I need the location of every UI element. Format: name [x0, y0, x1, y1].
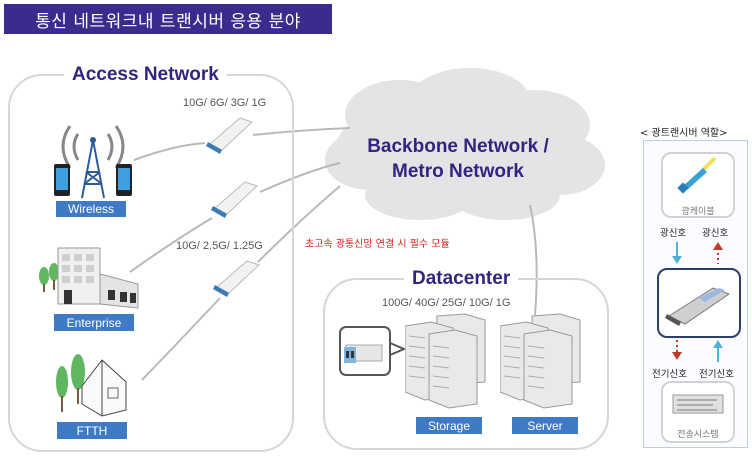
office-building-icon: [39, 247, 139, 309]
backbone-title: Backbone Network / Metro Network: [367, 136, 549, 182]
fiber-cable-icon: [677, 156, 717, 194]
server-label: Server: [512, 417, 578, 434]
datacenter-speeds: 100G/ 40G/ 25G/ 10G/ 1G: [382, 297, 511, 309]
line-enterprise-transceiver: [129, 217, 213, 273]
arrow-down-dotted-icon: [672, 340, 682, 360]
backbone-cloud: [325, 68, 605, 220]
connection-lines: [129, 127, 538, 381]
fiber-cable-label: 광케이블: [681, 207, 715, 217]
line-transceiver1-cloud: [252, 127, 351, 136]
signal-arrows-top: [672, 242, 723, 264]
optical-signal-in-label: 광신호: [660, 228, 687, 239]
transceiver-icon: [213, 260, 260, 297]
role-panel-title: < 광트랜시버 역할>: [640, 128, 728, 139]
backbone-note: 초고속 광통신망 연결 시 필수 모듈: [305, 239, 450, 250]
arrow-up-dotted-icon: [713, 242, 723, 264]
storage-label: Storage: [416, 417, 482, 434]
datacenter-title: Datacenter: [404, 268, 519, 290]
arrow-down-icon: [672, 242, 682, 264]
line-ftth-transceiver: [141, 297, 221, 381]
wireless-label: Wireless: [56, 201, 126, 217]
ftth-label: FTTH: [57, 422, 127, 439]
transmission-system-icon: [672, 394, 724, 414]
arrow-up-icon: [713, 340, 723, 362]
line-cloud-datacenter: [529, 204, 538, 316]
transceiver-icon: [211, 181, 258, 218]
electrical-signal-out-label: 전기신호: [652, 369, 687, 380]
electrical-signal-in-label: 전기신호: [699, 369, 734, 380]
fiber-cable-tile: 광케이블: [661, 152, 735, 218]
line-transceiver3-cloud: [257, 185, 341, 263]
access-network-title: Access Network: [64, 64, 227, 86]
signal-arrows-bottom: [672, 340, 723, 362]
enterprise-label: Enterprise: [54, 314, 134, 331]
optical-signal-out-label: 광신호: [702, 228, 729, 239]
server-rack-icon: [405, 313, 486, 409]
transceiver-tile: [657, 268, 741, 338]
server-rack-icon: [500, 313, 581, 409]
transceiver-callout: [339, 326, 407, 376]
page-header: 통신 네트워크내 트랜시버 응용 분야: [4, 4, 332, 34]
transmission-system-tile: 전송시스템: [661, 381, 735, 443]
cell-tower-icon: [54, 125, 132, 199]
transmission-system-label: 전송시스템: [677, 430, 719, 440]
access-speeds-top: 10G/ 6G/ 3G/ 1G: [183, 97, 267, 109]
sfp-transceiver-icon: [665, 287, 731, 326]
line-transceiver2-cloud: [259, 162, 341, 193]
line-wireless-transceiver: [133, 142, 206, 161]
house-icon: [56, 354, 127, 417]
header-title: 통신 네트워크내 트랜시버 응용 분야: [35, 11, 301, 32]
access-speeds-bottom: 10G/ 2.5G/ 1.25G: [176, 240, 263, 252]
transceiver-icon: [206, 117, 253, 154]
